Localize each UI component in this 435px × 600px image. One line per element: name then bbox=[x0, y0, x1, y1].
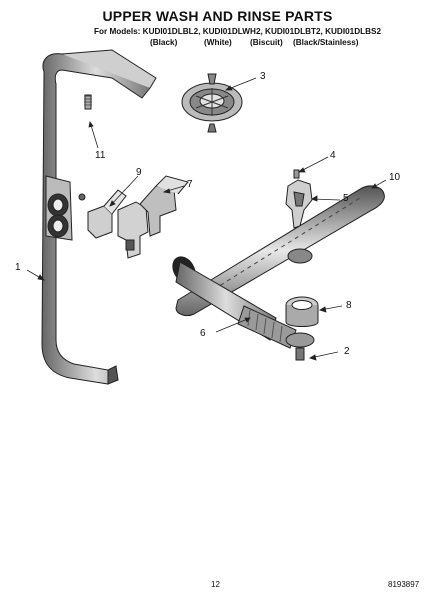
supply-tube-part bbox=[41, 49, 157, 385]
callout-7: 7 bbox=[187, 179, 193, 190]
callout-8: 8 bbox=[346, 300, 352, 311]
callout-11: 11 bbox=[95, 150, 106, 161]
callout-4: 4 bbox=[330, 150, 336, 161]
screw-part bbox=[84, 94, 92, 110]
wash-arm-screw-part bbox=[293, 169, 300, 179]
callout-6: 6 bbox=[200, 328, 206, 339]
bearing-ring-part bbox=[285, 296, 319, 327]
finish-white: (White) bbox=[204, 38, 232, 47]
finish-black: (Black) bbox=[150, 38, 178, 47]
models-line: For Models: KUDI01DLBL2, KUDI01DLWH2, KU… bbox=[94, 27, 382, 36]
nozzle-clip-part bbox=[285, 179, 313, 229]
spray-hub-part bbox=[181, 73, 243, 133]
callout-2: 2 bbox=[344, 346, 350, 357]
diagram-title: UPPER WASH AND RINSE PARTS bbox=[102, 8, 333, 24]
callout-10: 10 bbox=[389, 172, 401, 183]
document-number: 8193897 bbox=[388, 580, 420, 589]
callout-3: 3 bbox=[260, 71, 266, 82]
callout-1: 1 bbox=[15, 262, 21, 273]
feed-tube-part bbox=[172, 256, 297, 349]
manifold-ports bbox=[45, 175, 86, 241]
mounting-bracket-part bbox=[117, 175, 189, 259]
finish-biscuit: (Biscuit) bbox=[250, 38, 283, 47]
retaining-nut-part bbox=[285, 332, 315, 361]
callout-5: 5 bbox=[343, 193, 349, 204]
page-number: 12 bbox=[211, 580, 220, 589]
callout-9: 9 bbox=[136, 167, 142, 178]
finish-black-stainless: (Black/Stainless) bbox=[293, 38, 359, 47]
callout-leader-lines bbox=[26, 77, 387, 361]
